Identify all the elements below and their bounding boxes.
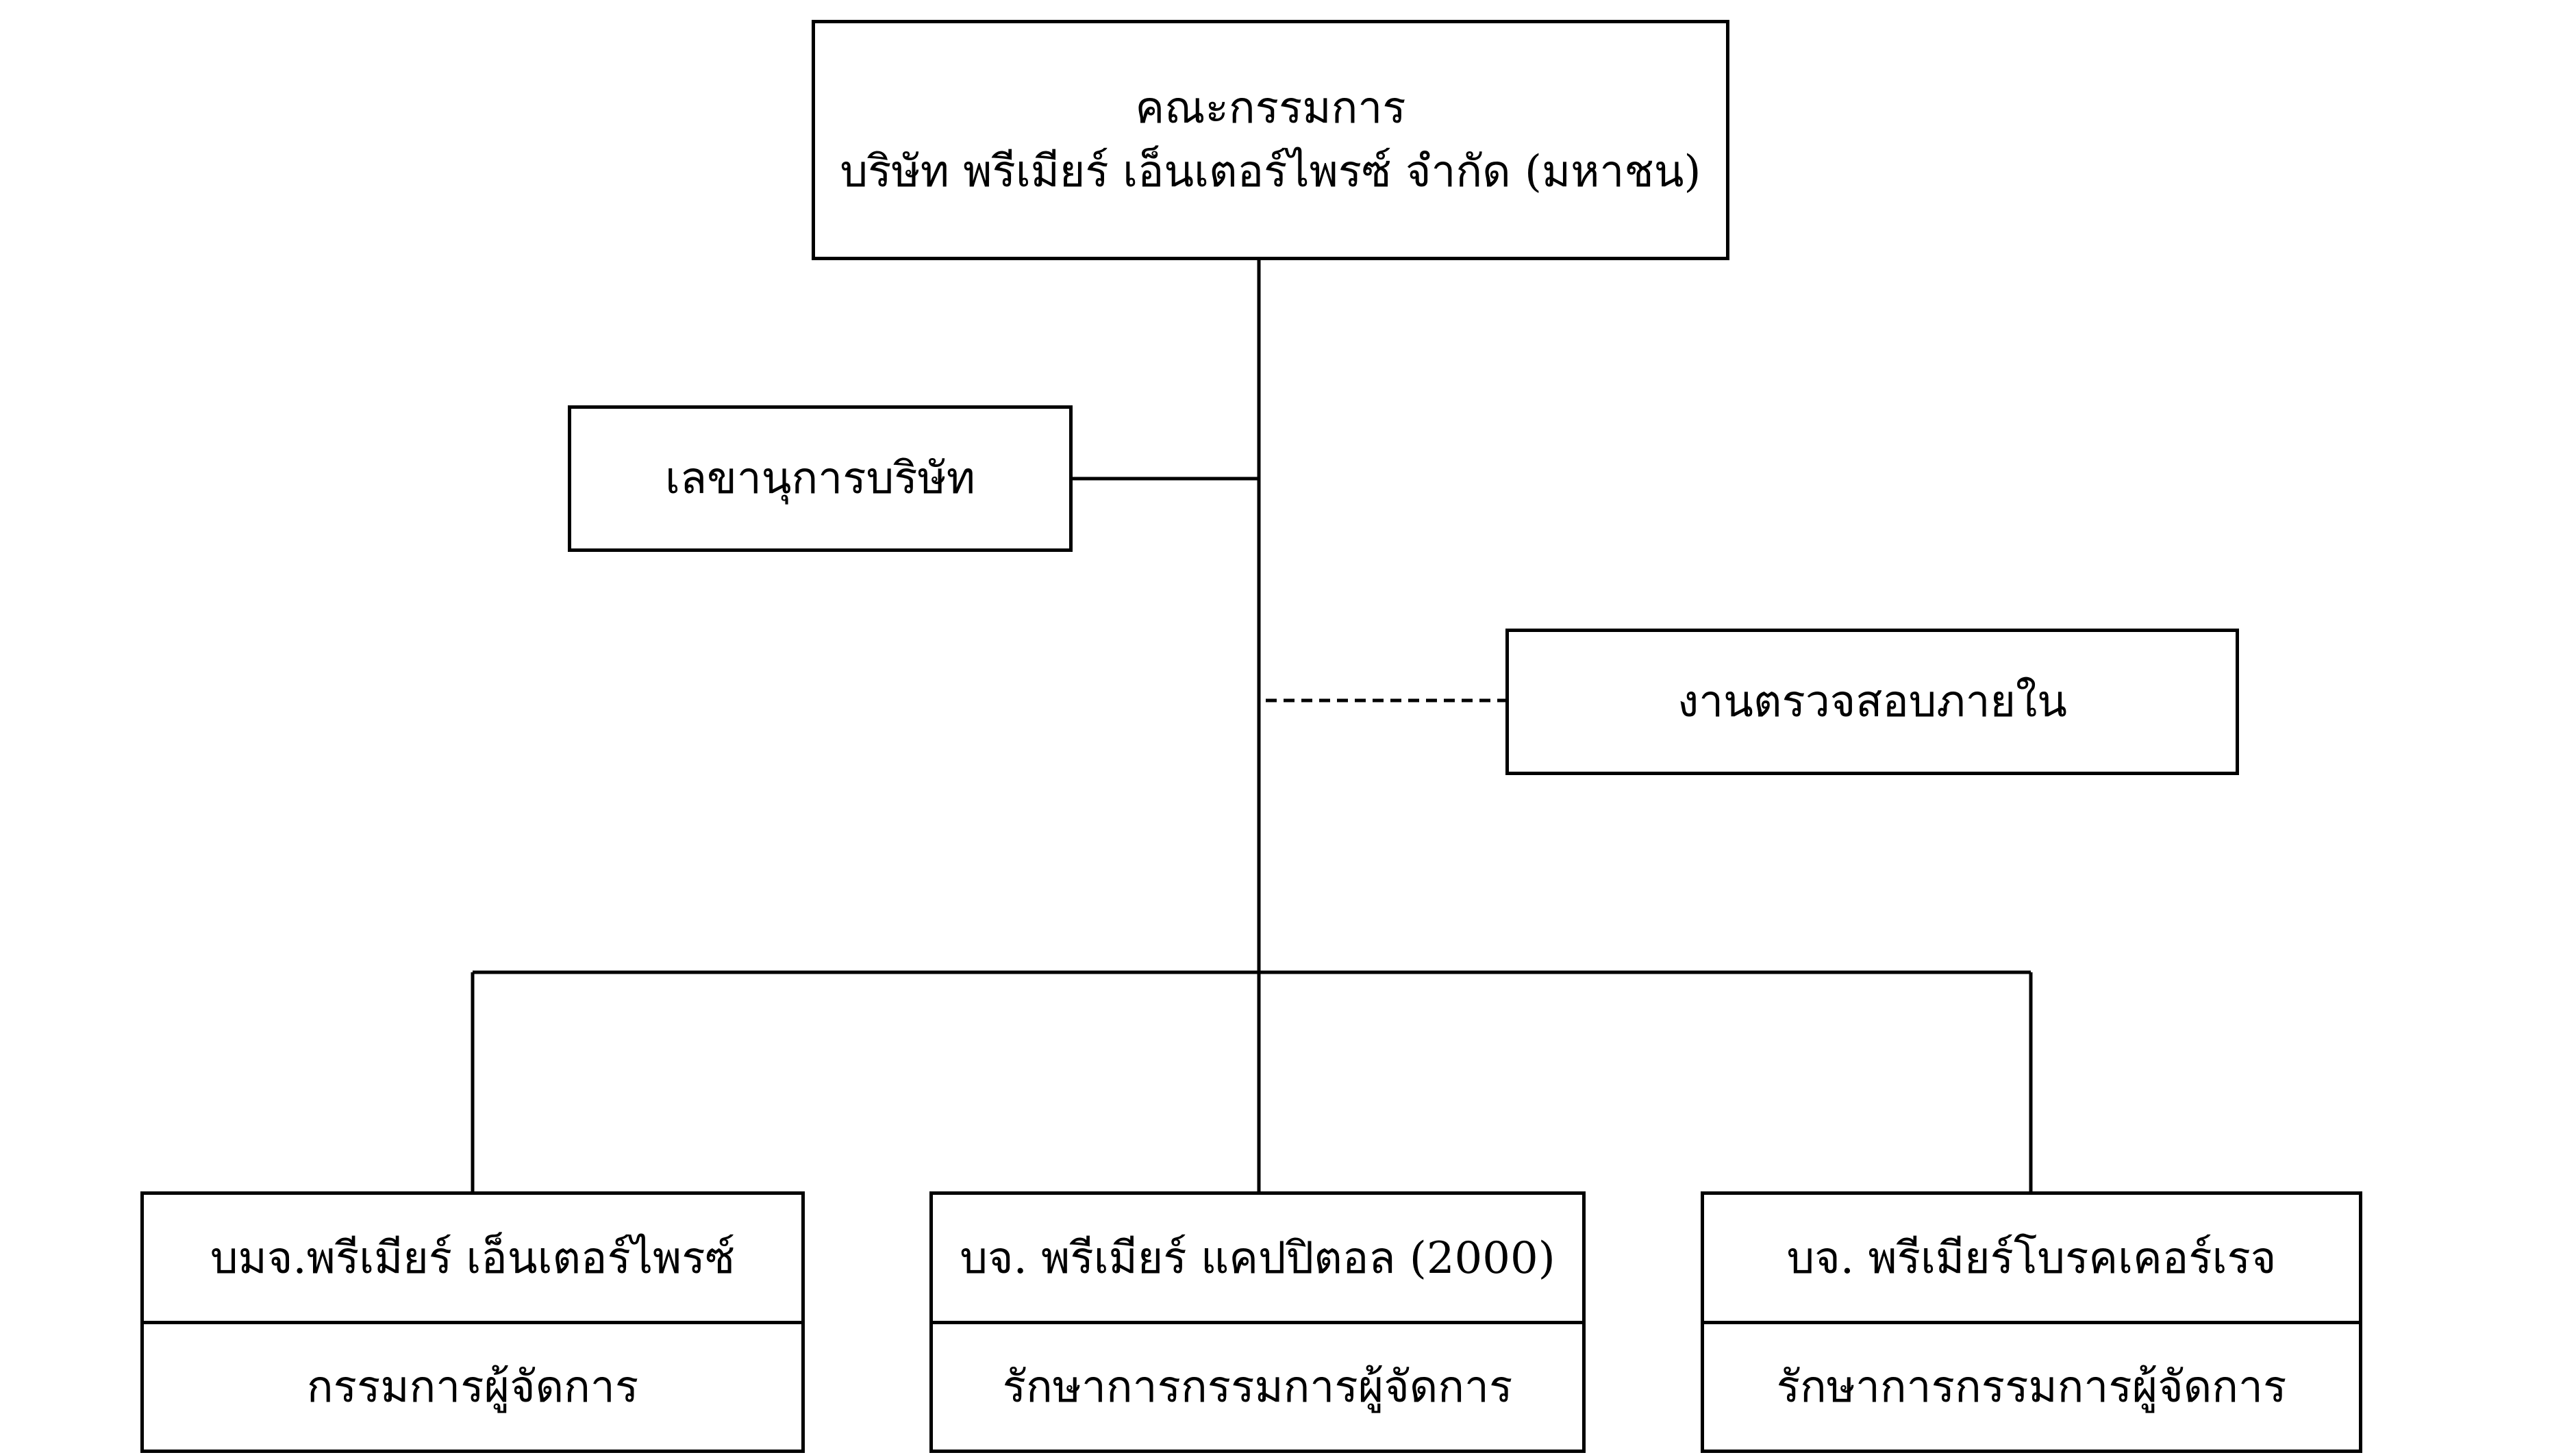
subsidiary-box-capital: บจ. พรีเมียร์ แคปปิตอล (2000) รักษาการกร… xyxy=(929,1191,1586,1453)
subsidiary-box-brokerage: บจ. พรีเมียร์โบรคเคอร์เรจ รักษาการกรรมกา… xyxy=(1701,1191,2362,1453)
subsidiary-role: รักษาการกรรมการผู้จัดการ xyxy=(1002,1362,1513,1413)
subsidiary-box-enterprise: บมจ.พรีเมียร์ เอ็นเตอร์ไพรซ์ กรรมการผู้จ… xyxy=(140,1191,805,1453)
board-title: คณะกรรมการ xyxy=(1135,82,1406,134)
internal-audit-box: งานตรวจสอบภายใน xyxy=(1505,629,2239,775)
board-company-name: บริษัท พรีเมียร์ เอ็นเตอร์ไพรซ์ จำกัด (ม… xyxy=(840,146,1701,197)
subsidiary-role: รักษาการกรรมการผู้จัดการ xyxy=(1776,1362,2287,1413)
subsidiary-company-name: บจ. พรีเมียร์โบรคเคอร์เรจ xyxy=(1704,1195,2359,1324)
secretary-label: เลขานุการบริษัท xyxy=(665,453,975,504)
internal-audit-label: งานตรวจสอบภายใน xyxy=(1677,676,2068,727)
subsidiary-company-name: บมจ.พรีเมียร์ เอ็นเตอร์ไพรซ์ xyxy=(144,1195,801,1324)
subsidiary-company-name: บจ. พรีเมียร์ แคปปิตอล (2000) xyxy=(933,1195,1582,1324)
company-secretary-box: เลขานุการบริษัท xyxy=(568,405,1073,552)
board-of-directors-box: คณะกรรมการ บริษัท พรีเมียร์ เอ็นเตอร์ไพร… xyxy=(812,20,1729,260)
subsidiary-role: กรรมการผู้จัดการ xyxy=(306,1362,639,1413)
